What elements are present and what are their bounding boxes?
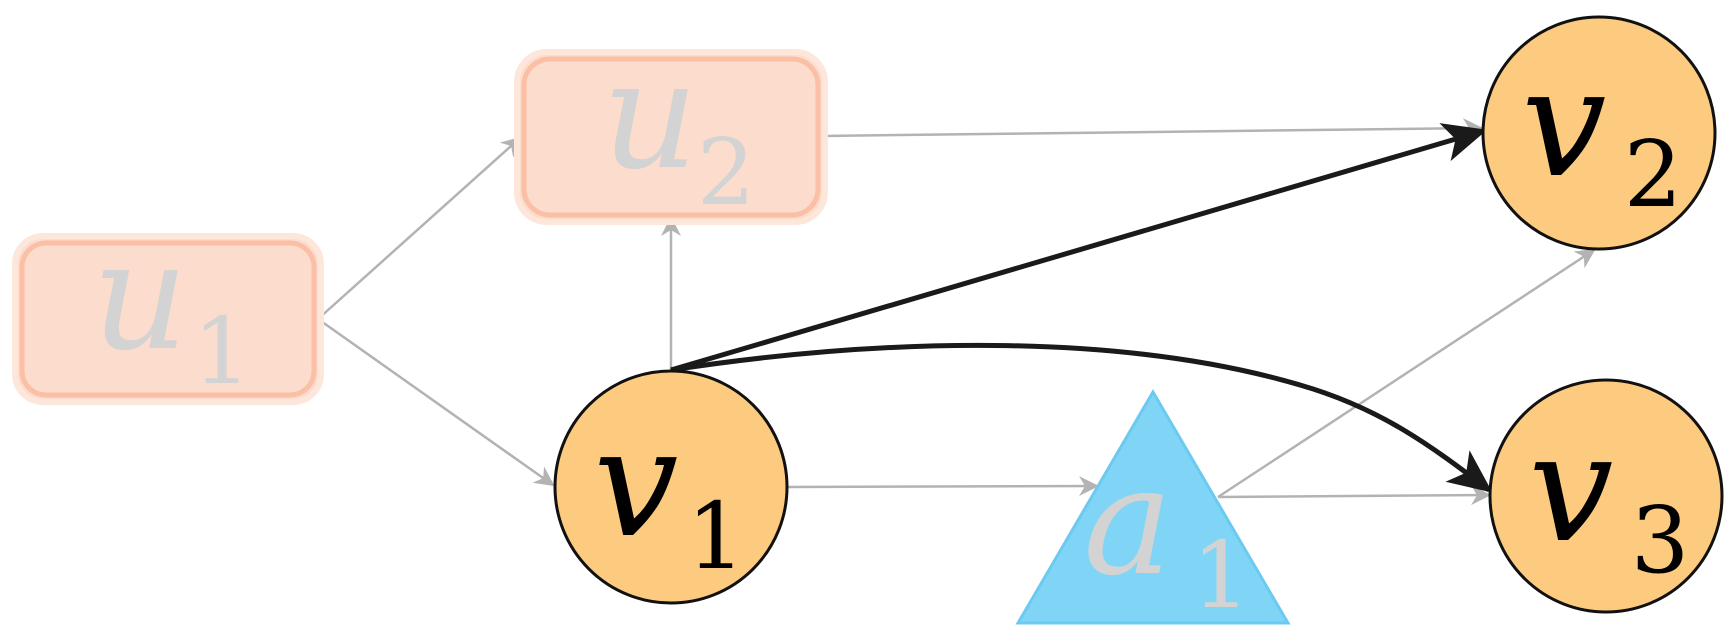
node-u2-label: u (602, 29, 699, 203)
node-v3-label: v (1529, 402, 1614, 576)
node-v2: v 2 (1481, 15, 1717, 251)
node-u1-subscript: 1 (193, 298, 252, 405)
node-a1: a 1 (1015, 389, 1291, 629)
edge-a1-v3 (1217, 485, 1491, 506)
node-a1-label: a (1083, 435, 1172, 609)
edge-v1-v2-bold (670, 123, 1488, 373)
node-v1: v 1 (553, 369, 789, 605)
node-v3: v 3 (1488, 378, 1724, 614)
edge-a1-v2 (1217, 248, 1596, 499)
edges (317, 118, 1596, 506)
edge-u1-u2 (317, 136, 522, 320)
edge-u2-v2 (821, 118, 1483, 139)
node-v3-subscript: 3 (1631, 487, 1690, 594)
node-u1-label: u (92, 210, 189, 384)
node-v2-label: v (1522, 37, 1607, 211)
node-v1-label: v (594, 397, 679, 571)
node-a1-subscript: 1 (1192, 522, 1251, 629)
node-v1-subscript: 1 (687, 483, 746, 590)
edge-v1-v3-bold (670, 342, 1493, 493)
node-u1: u 1 (12, 210, 324, 405)
node-v2-subscript: 2 (1624, 121, 1683, 228)
node-u2-subscript: 2 (697, 119, 756, 226)
node-u2: u 2 (514, 29, 828, 226)
edge-u1-v1 (317, 317, 555, 487)
edge-v1-a1 (787, 476, 1099, 497)
